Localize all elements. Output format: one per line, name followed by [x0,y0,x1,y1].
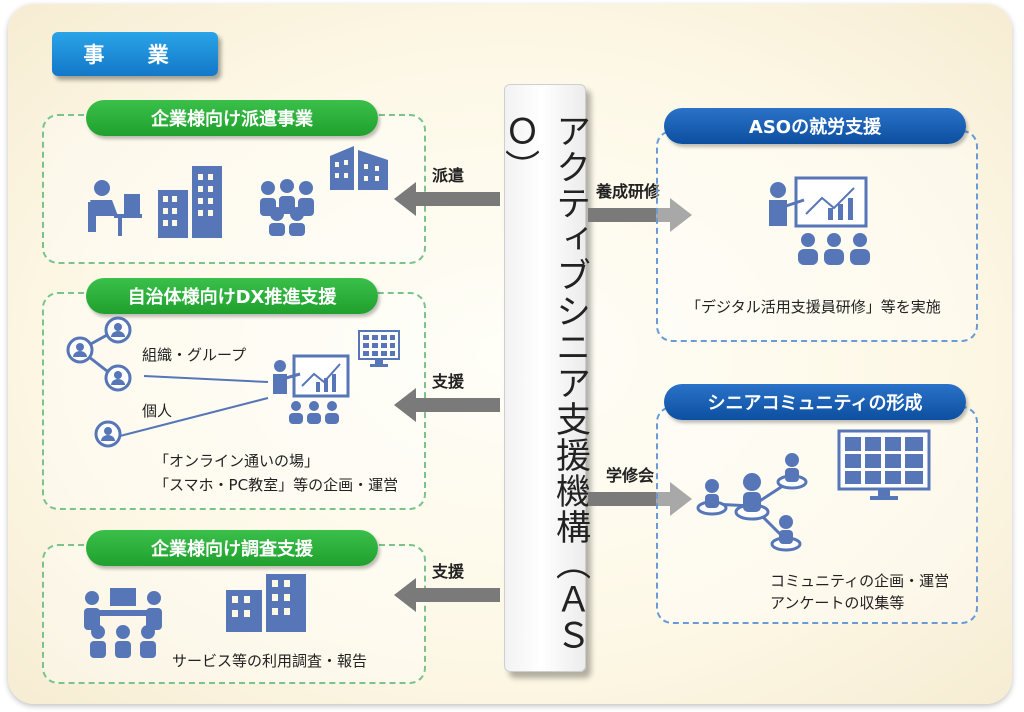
arrow-haken [394,182,500,216]
office-buildings-icon [158,166,222,238]
panel-employment [656,130,978,342]
title-dx-support: 自治体様向けDX推進支援 [86,278,378,314]
label-digital-training: 「デジタル活用支援員研修」等を実施 [686,298,941,316]
arrow-study [588,482,692,516]
title-employment: ASOの就労支援 [664,108,966,144]
online-meeting-icon [837,429,931,500]
individual-icon [94,420,122,448]
label-community-planning: コミュニティの企画・運営 [770,572,950,590]
city-buildings-icon [330,146,388,190]
arrow-shien-dx [394,388,500,422]
meeting-icon [84,588,162,658]
training-presentation-icon [769,176,870,265]
title-community: シニアコミュニティの形成 [664,384,966,420]
people-group-icon [260,179,314,236]
label-individual: 個人 [142,402,173,420]
network-people-icon [66,316,132,392]
arrow-label-study: 学修会 [606,466,655,485]
arrow-label-shien-survey: 支援 [432,562,465,581]
arrow-training [588,198,692,232]
arrow-label-training: 養成研修 [596,182,661,201]
label-group: 組織・グループ [142,346,247,364]
arrow-shien-survey [394,578,500,612]
title-staffing: 企業様向け派遣事業 [86,100,378,136]
label-survey-report: サービス等の利用調査・報告 [172,652,368,670]
community-network-icon [696,453,808,552]
label-survey-collection: アンケートの収集等 [770,594,905,612]
organization-name: アクティブシニア支援機構（ＡＳＯ） [499,113,590,653]
survey-buildings-icon [226,574,306,632]
arrow-label-shien-dx: 支援 [432,372,465,391]
connector-lines [119,375,269,437]
presentation-icon [273,354,350,424]
section-tag: 事 業 [52,32,218,76]
video-conference-icon [358,330,400,367]
label-smartphone-class: 「スマホ・PC教室」等の企画・運営 [154,476,399,494]
label-online-place: 「オンライン通いの場」 [154,452,320,470]
diagram-canvas: 事 業 企業様向け派遣事業 [8,4,1012,704]
central-organization: アクティブシニア支援機構（ＡＳＯ） [499,84,590,672]
arrow-label-haken: 派遣 [432,166,465,185]
desk-worker-icon [88,180,142,236]
title-survey: 企業様向け調査支援 [86,530,378,566]
